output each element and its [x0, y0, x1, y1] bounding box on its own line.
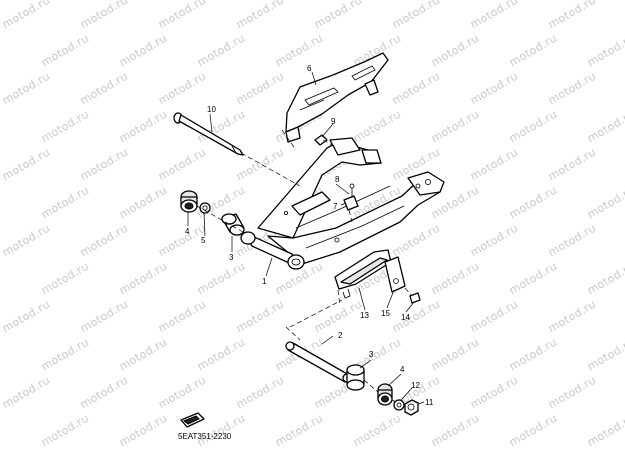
callout-10: 10	[207, 105, 216, 114]
bearing-part-4-lower	[377, 383, 393, 406]
collar-part-3-upper	[221, 213, 245, 236]
callout-8: 8	[335, 175, 340, 184]
callout-6: 6	[307, 64, 312, 73]
front-direction-badge-icon	[180, 412, 205, 428]
slider-bracket-part-15	[384, 256, 406, 293]
callout-11: 11	[425, 398, 434, 407]
callout-3-lower: 3	[369, 350, 374, 359]
oil-seal-part-5	[199, 202, 211, 214]
chain-slider-part-13	[334, 249, 392, 299]
bolt-part-9	[314, 134, 328, 146]
callout-15: 15	[381, 309, 390, 318]
callout-numbers: 10 6 9 8 7 4 5 3 1 13 15 14 2 3 4 12 11	[185, 64, 434, 407]
callout-2: 2	[338, 331, 343, 340]
callout-3-upper: 3	[229, 253, 234, 262]
swingarm-part-1	[240, 137, 445, 270]
callout-14: 14	[401, 313, 410, 322]
callout-12: 12	[411, 381, 420, 390]
screw-part-14	[409, 292, 421, 304]
callout-leaders	[187, 71, 425, 405]
callout-7: 7	[333, 202, 338, 211]
collar-part-3-lower	[346, 364, 365, 391]
chain-guard-part-6	[285, 52, 389, 143]
pivot-shaft-part-10	[173, 112, 244, 156]
reference-code: 5EAT351-2230	[178, 432, 232, 441]
callout-4-upper: 4	[185, 227, 190, 236]
bearing-part-4-upper	[180, 190, 198, 213]
pivot-shaft-part-2	[285, 341, 352, 383]
callout-9: 9	[331, 117, 336, 126]
callout-4-lower: 4	[400, 365, 405, 374]
bracket-part-7-8	[343, 183, 359, 211]
assembly-guide-lines	[196, 129, 413, 403]
callout-1: 1	[262, 277, 267, 286]
callout-13: 13	[360, 311, 369, 320]
callout-5: 5	[201, 236, 206, 245]
washer-part-12	[393, 399, 405, 411]
nut-part-11	[404, 399, 419, 416]
